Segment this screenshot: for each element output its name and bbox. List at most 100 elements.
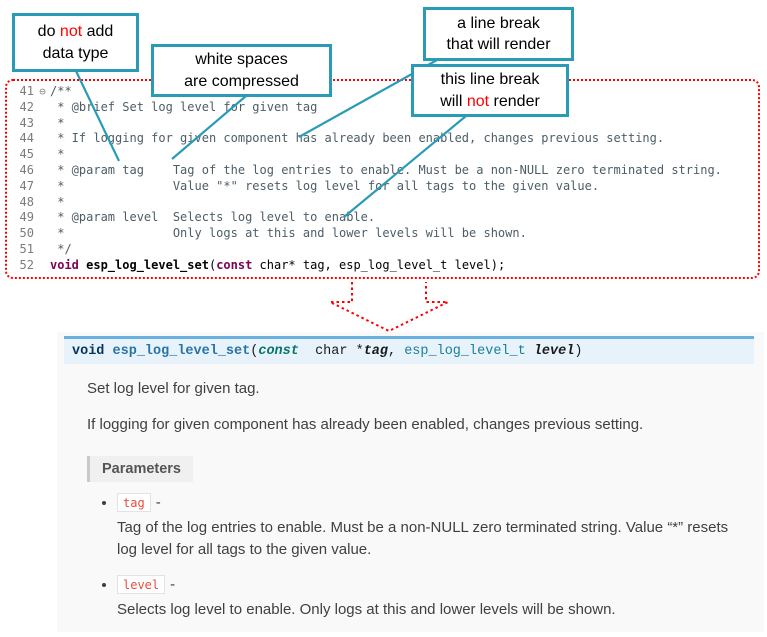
callout-no-datatype: do not add data type — [12, 13, 139, 72]
callout-linebreak-not-render: this line break will not render — [411, 64, 569, 117]
callout-text: add — [82, 23, 114, 41]
keyword-void: void — [50, 257, 87, 272]
line-number: 46 — [19, 162, 34, 177]
code-line: 50 * Only logs at this and lower levels … — [9, 226, 758, 242]
code-line: 43 * — [9, 116, 758, 132]
param-description: Selects log level to enable. Only logs a… — [117, 600, 616, 618]
code-line: 47 * Value "*" resets log level for all … — [9, 179, 758, 195]
callout-linebreak-renders: a line break that will render — [423, 7, 574, 61]
fold-gutter — [35, 163, 50, 179]
code-line: 44 * If logging for given component has … — [9, 131, 758, 147]
fold-gutter — [35, 258, 50, 274]
code-comment-text: * If logging for given component has alr… — [50, 131, 665, 146]
line-number: 48 — [19, 194, 34, 209]
fold-gutter — [35, 131, 50, 147]
callout-line: do not add — [38, 21, 114, 42]
sig-comma: , — [388, 344, 405, 359]
line-number: 43 — [19, 115, 34, 130]
function-name: esp_log_level_set — [86, 257, 209, 272]
param-description: Tag of the log entries to enable. Must b… — [117, 518, 729, 559]
sig-arg-level: level — [533, 344, 575, 359]
line-number: 47 — [19, 178, 34, 193]
code-line: 41 ⊖ /** — [9, 84, 758, 100]
code-line: 42 * @brief Set log level for given tag — [9, 100, 758, 116]
fold-gutter — [35, 100, 50, 116]
sig-function-name: esp_log_level_set — [112, 344, 251, 359]
code-line-declaration: 52 void esp_log_level_set(const char* tag… — [9, 258, 758, 274]
code-comment-text: * — [50, 115, 65, 130]
code-comment-text: * Value "*" resets log level for all tag… — [50, 178, 600, 193]
callout-text: that will render — [446, 36, 551, 53]
line-number: 41 — [19, 84, 34, 98]
line-number: 45 — [19, 147, 34, 162]
parameter-item: tag- Tag of the log entries to enable. M… — [117, 492, 738, 562]
paren: ( — [208, 257, 217, 272]
code-editor[interactable]: 41 ⊖ /** 42 * @brief Set log level for giv… — [5, 79, 760, 279]
param-dash: - — [155, 493, 161, 511]
parameter-list: tag- Tag of the log entries to enable. M… — [117, 492, 738, 622]
doc-body: Set log level for given tag. If logging … — [57, 364, 764, 621]
detailed-description: If logging for given component has alrea… — [87, 415, 644, 433]
fold-gutter — [35, 116, 50, 132]
function-declaration: void esp_log_level_set(const char* tag, … — [50, 258, 505, 274]
sig-paren-open: ( — [250, 344, 259, 359]
line-number: 50 — [19, 226, 34, 241]
callout-text: a line break — [457, 14, 540, 32]
sig-return-type: void — [72, 344, 113, 359]
callout-text: data type — [42, 44, 109, 62]
code-line: 48 * — [9, 195, 758, 211]
callout-text: do — [37, 23, 60, 41]
callout-line: white spaces — [195, 49, 288, 70]
code-comment-text: * — [50, 147, 65, 162]
code-comment-text: /** — [50, 84, 72, 98]
callout-line: a line break — [457, 13, 540, 34]
fold-gutter — [35, 147, 50, 163]
callout-text: will — [440, 92, 467, 110]
sig-arg-tag: tag — [363, 344, 388, 359]
line-number: 52 — [19, 257, 34, 272]
code-comment-text: * Only logs at this and lower levels wil… — [50, 226, 527, 241]
code-comment-text: * — [50, 194, 65, 209]
code-line: 49 * @param level Selects log level to e… — [9, 210, 758, 226]
callout-whitespace-compressed: white spaces are compressed — [151, 44, 332, 97]
callout-text: this line break — [440, 71, 540, 89]
callout-text: white spaces — [195, 51, 288, 69]
line-number: 44 — [19, 131, 34, 146]
declaration-args: char* tag, esp_log_level_t level); — [252, 257, 506, 272]
callout-text-emphasis: not — [466, 92, 490, 110]
sig-type-esp-log-level-t: esp_log_level_t — [404, 344, 534, 359]
code-comment-text: * @param tag Tag of the log entries to e… — [50, 162, 722, 177]
brief-description: Set log level for given tag. — [87, 380, 260, 397]
keyword-const: const — [216, 257, 253, 272]
fold-gutter — [35, 179, 50, 195]
callout-line: that will render — [446, 34, 550, 55]
parameter-item: level- Selects log level to enable. Only… — [117, 574, 738, 622]
code-comment-text: * @param level Selects log level to enab… — [50, 210, 376, 225]
line-number: 49 — [19, 210, 34, 225]
callout-line: are compressed — [184, 71, 299, 92]
sig-char-pointer: char * — [298, 344, 364, 359]
fold-gutter — [35, 210, 50, 226]
fold-gutter — [35, 195, 50, 211]
code-comment-text: */ — [50, 241, 72, 256]
sig-keyword-const: const — [258, 344, 299, 359]
callout-line: this line break — [441, 69, 540, 90]
callout-line: will not render — [440, 91, 540, 112]
code-line: 46 * @param tag Tag of the log entries t… — [9, 163, 758, 179]
fold-gutter — [35, 242, 50, 258]
param-dash: - — [170, 575, 176, 593]
callout-text: render — [489, 92, 540, 110]
renders-to-arrow-icon — [329, 282, 449, 333]
code-comment-text: * @brief Set log level for given tag — [50, 99, 318, 114]
function-signature: void esp_log_level_set(const char *tag, … — [64, 336, 754, 364]
code-line: 51 */ — [9, 242, 758, 258]
fold-gutter — [35, 226, 50, 242]
param-name-level: level — [117, 574, 166, 594]
rendered-doc-panel: void esp_log_level_set(const char *tag, … — [57, 332, 764, 632]
sig-paren-close: ) — [574, 344, 583, 359]
callout-line: data type — [43, 43, 109, 64]
fold-marker-icon[interactable]: ⊖ — [39, 85, 46, 98]
callout-text-emphasis: not — [59, 23, 83, 41]
line-number: 42 — [19, 99, 34, 114]
